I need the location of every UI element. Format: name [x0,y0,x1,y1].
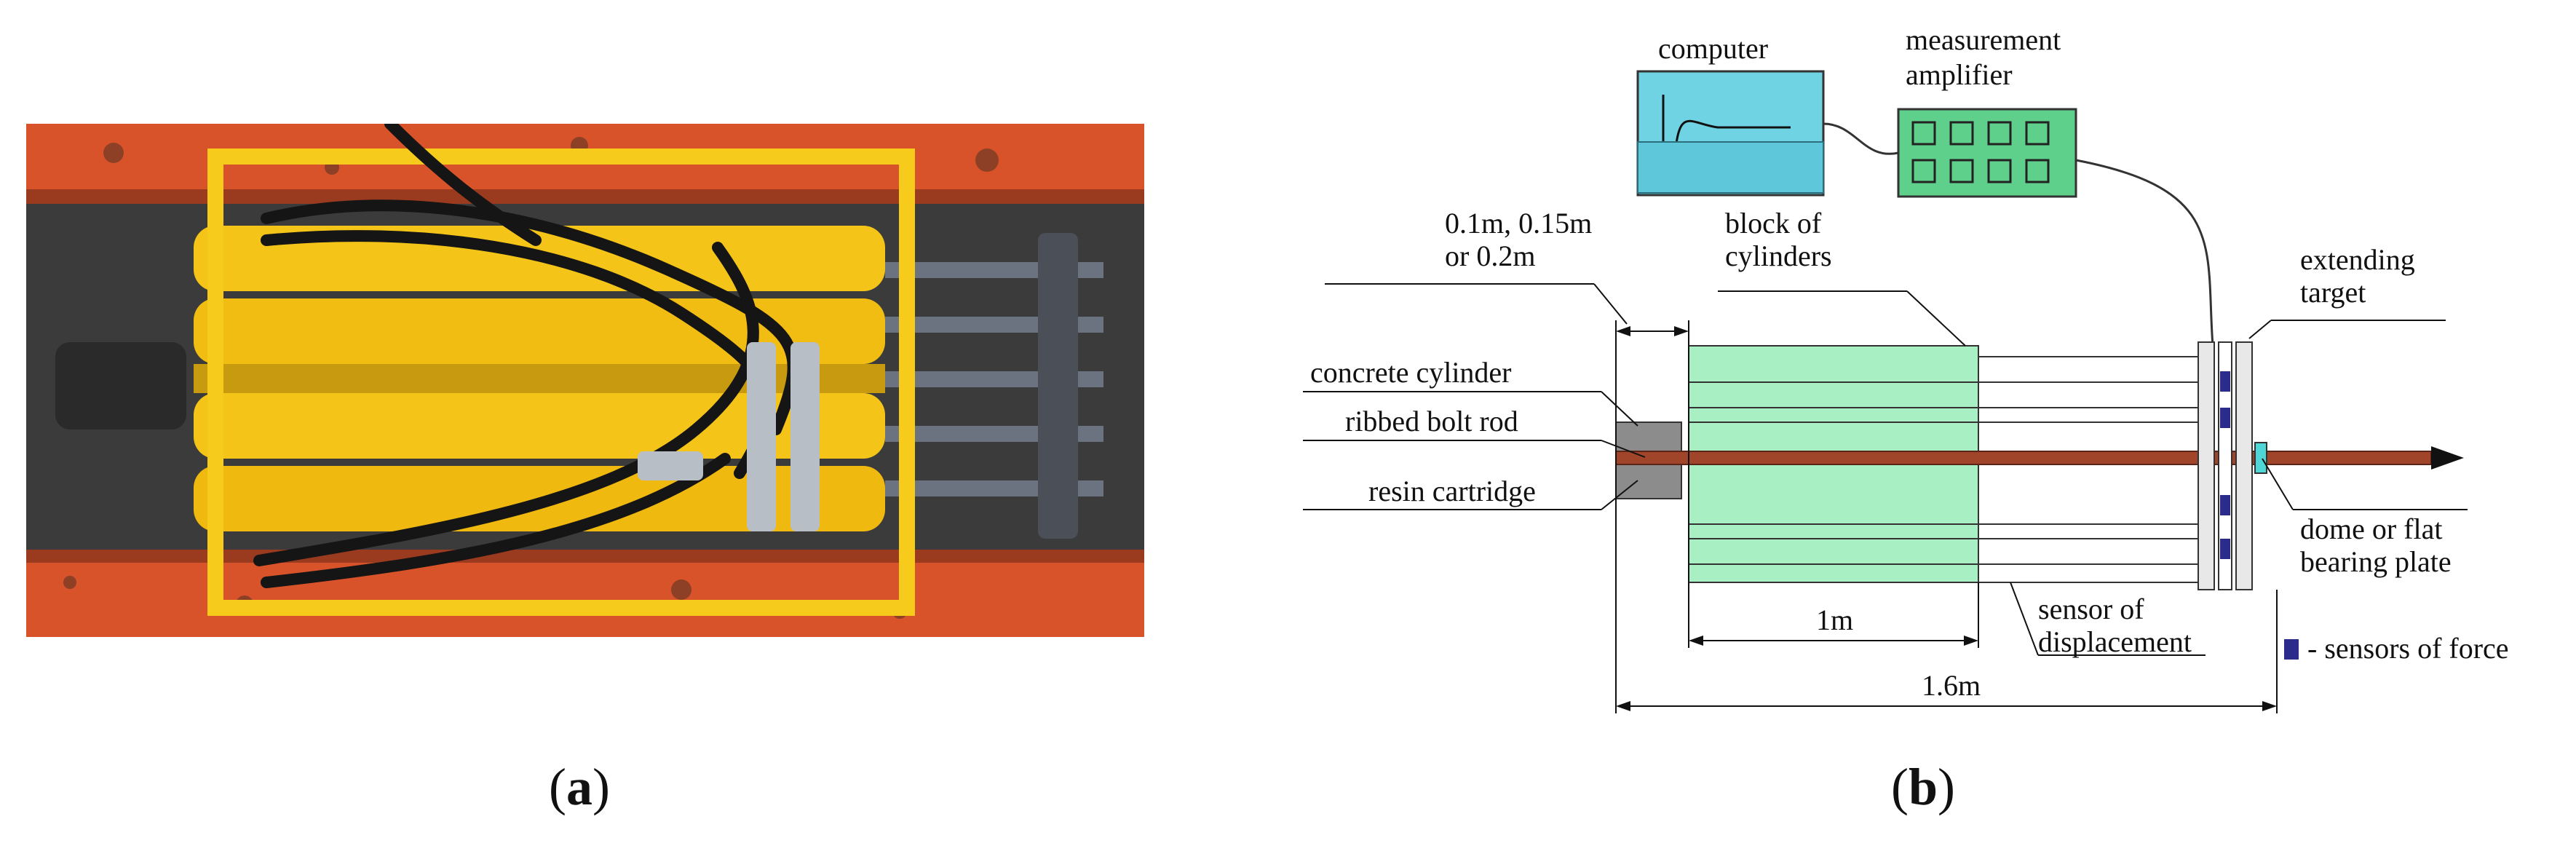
cable-computer-amplifier [1823,122,1899,155]
caption-b: (b) [1891,758,1956,816]
pull-arrow [2431,446,2464,470]
dimension-arrowheads [1616,326,2277,711]
ribbed-bolt-rod [1615,451,2432,465]
label-block-1: block of [1725,207,1822,240]
label-sensor-disp-2: displacement [2038,625,2192,658]
bench-bottom-rail [26,561,1144,637]
caption-a-letter: a [566,758,593,816]
label-concrete-cylinder: concrete cylinder [1310,356,1512,389]
caption-a: (a) [549,758,610,816]
label-extending-2: target [2300,276,2366,309]
label-resin-cartridge: resin cartridge [1368,475,1536,507]
cable-amplifier-sensors [2075,159,2214,347]
label-dome-1: dome or flat [2300,512,2443,545]
force-sensors [2220,371,2230,559]
caption-b-letter: b [1908,758,1938,816]
end-plate [1038,233,1078,539]
legend-force-sensor-icon [2284,639,2299,660]
photo-hydraulic-puller [26,124,1144,637]
reaction-plate [2197,341,2215,590]
label-length-options-2: or 0.2m [1445,240,1535,272]
dimension-lines [1615,320,2278,713]
label-computer: computer [1658,32,1768,65]
bearing-plate [2254,442,2267,474]
computer-keyboard [1637,141,1824,194]
label-sensor-disp-1: sensor of [2038,593,2144,625]
label-ribbed-bolt-rod: ribbed bolt rod [1345,405,1518,438]
test-stand-diagram: computer measurement amplifier [1303,23,2509,713]
yellow-frame [207,149,915,616]
label-dome-2: bearing plate [2300,545,2452,578]
label-dim-1-6m: 1.6m [1922,669,1981,702]
amplifier-sockets [1911,121,2050,183]
legend-force-sensors: - sensors of force [2307,632,2509,665]
label-length-options-1: 0.1m, 0.15m [1445,207,1592,240]
bolt-end [55,342,186,430]
extending-target-plate [2235,341,2253,590]
hose-fittings [638,342,820,531]
leader-lines [1303,283,2468,656]
label-amplifier: amplifier [1906,58,2013,91]
label-extending-1: extending [2300,243,2415,276]
label-measurement: measurement [1906,23,2061,56]
cylinder-block [194,226,885,531]
sensor-plate [2218,341,2232,590]
label-dim-1m: 1m [1816,603,1853,636]
label-block-2: cylinders [1725,240,1832,272]
